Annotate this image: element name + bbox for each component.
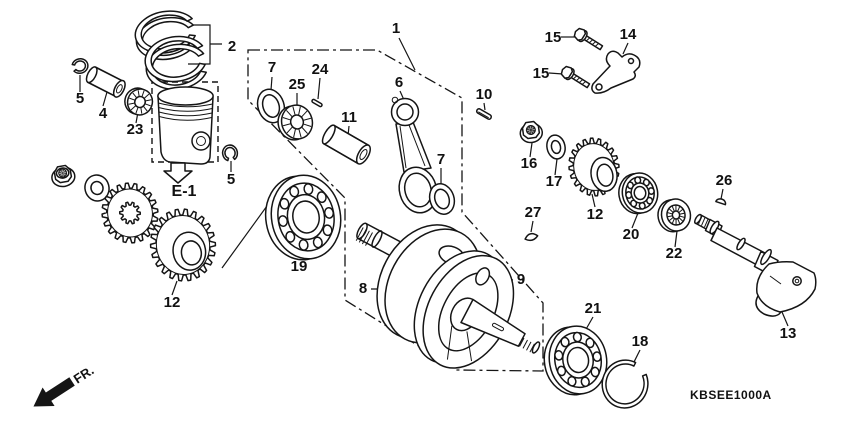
piston-pin-bearing bbox=[121, 85, 156, 119]
callout-18[interactable]: 18 bbox=[632, 333, 649, 350]
connecting-rod bbox=[392, 97, 442, 217]
balancer-shaft bbox=[693, 214, 815, 316]
fr-label: FR. bbox=[71, 363, 97, 387]
callout-4[interactable]: 4 bbox=[99, 105, 108, 122]
dowel-pin bbox=[476, 108, 492, 120]
needle-bearing-22 bbox=[655, 196, 693, 234]
main-bearing-right bbox=[539, 322, 612, 400]
piston-ring-set bbox=[132, 7, 208, 93]
crank-pin bbox=[320, 123, 373, 166]
callout-5a[interactable]: 5 bbox=[76, 90, 84, 107]
crankshaft bbox=[355, 208, 541, 383]
piston-pin bbox=[84, 65, 127, 99]
callout-27[interactable]: 27 bbox=[525, 204, 542, 221]
callout-8[interactable]: 8 bbox=[359, 280, 367, 297]
main-bearing-left bbox=[259, 170, 347, 266]
bracket bbox=[592, 51, 640, 93]
flange-bolt-a bbox=[572, 26, 604, 52]
callout-7a[interactable]: 7 bbox=[268, 59, 276, 76]
callout-25[interactable]: 25 bbox=[289, 76, 306, 93]
callout-2[interactable]: 2 bbox=[228, 38, 236, 55]
fr-direction-arrow: FR. bbox=[33, 363, 97, 407]
callout-6[interactable]: 6 bbox=[395, 74, 403, 91]
callout-15a[interactable]: 15 bbox=[545, 29, 562, 46]
e1-reference-label: E-1 bbox=[172, 183, 197, 200]
callout-10[interactable]: 10 bbox=[476, 86, 493, 103]
nut-left bbox=[50, 164, 76, 188]
washer-17 bbox=[545, 133, 568, 160]
piston-pin-clip-left bbox=[71, 57, 89, 75]
gear-12-left bbox=[146, 205, 220, 285]
callouts: 1 2 4 5 5 6 7 7 8 9 10 11 12 12 13 14 15… bbox=[76, 20, 797, 350]
crankshaft-assembly-outline bbox=[248, 50, 543, 371]
callout-20[interactable]: 20 bbox=[623, 226, 640, 243]
thrust-washer-b bbox=[426, 181, 458, 218]
callout-12b[interactable]: 12 bbox=[587, 206, 604, 223]
e1-arrow-icon bbox=[164, 163, 192, 183]
callout-1[interactable]: 1 bbox=[392, 20, 400, 37]
dowel-pin-small bbox=[311, 99, 322, 107]
callout-26[interactable]: 26 bbox=[716, 172, 733, 189]
thrust-washer-a bbox=[253, 86, 288, 126]
callout-7b[interactable]: 7 bbox=[437, 151, 445, 168]
diagram-code: KBSEE1000A bbox=[690, 388, 772, 402]
snap-ring bbox=[598, 356, 653, 412]
gear-inner bbox=[97, 178, 164, 248]
callout-21[interactable]: 21 bbox=[585, 300, 602, 317]
callout-24[interactable]: 24 bbox=[312, 61, 329, 78]
flange-bolt-b bbox=[559, 64, 591, 90]
callout-13[interactable]: 13 bbox=[780, 325, 797, 342]
callout-23[interactable]: 23 bbox=[127, 121, 144, 138]
big-end-bearing bbox=[274, 102, 316, 144]
callout-15b[interactable]: 15 bbox=[533, 65, 550, 82]
callout-11[interactable]: 11 bbox=[341, 109, 357, 126]
piston bbox=[158, 87, 213, 164]
callout-16[interactable]: 16 bbox=[521, 155, 538, 172]
callout-14[interactable]: 14 bbox=[620, 26, 637, 43]
washer-left bbox=[82, 172, 112, 203]
piston-pin-clip-right bbox=[221, 144, 238, 161]
callout-5b[interactable]: 5 bbox=[227, 171, 235, 188]
bearing-20 bbox=[616, 170, 661, 216]
callout-22[interactable]: 22 bbox=[666, 245, 683, 262]
callout-9[interactable]: 9 bbox=[517, 271, 525, 288]
flange-nut bbox=[519, 121, 544, 144]
woodruff-key bbox=[716, 198, 727, 205]
callout-12a[interactable]: 12 bbox=[164, 294, 181, 311]
gear-12-right bbox=[565, 134, 624, 200]
callout-19[interactable]: 19 bbox=[291, 258, 308, 275]
callout-17[interactable]: 17 bbox=[546, 173, 563, 190]
half-clip-27 bbox=[524, 232, 538, 242]
